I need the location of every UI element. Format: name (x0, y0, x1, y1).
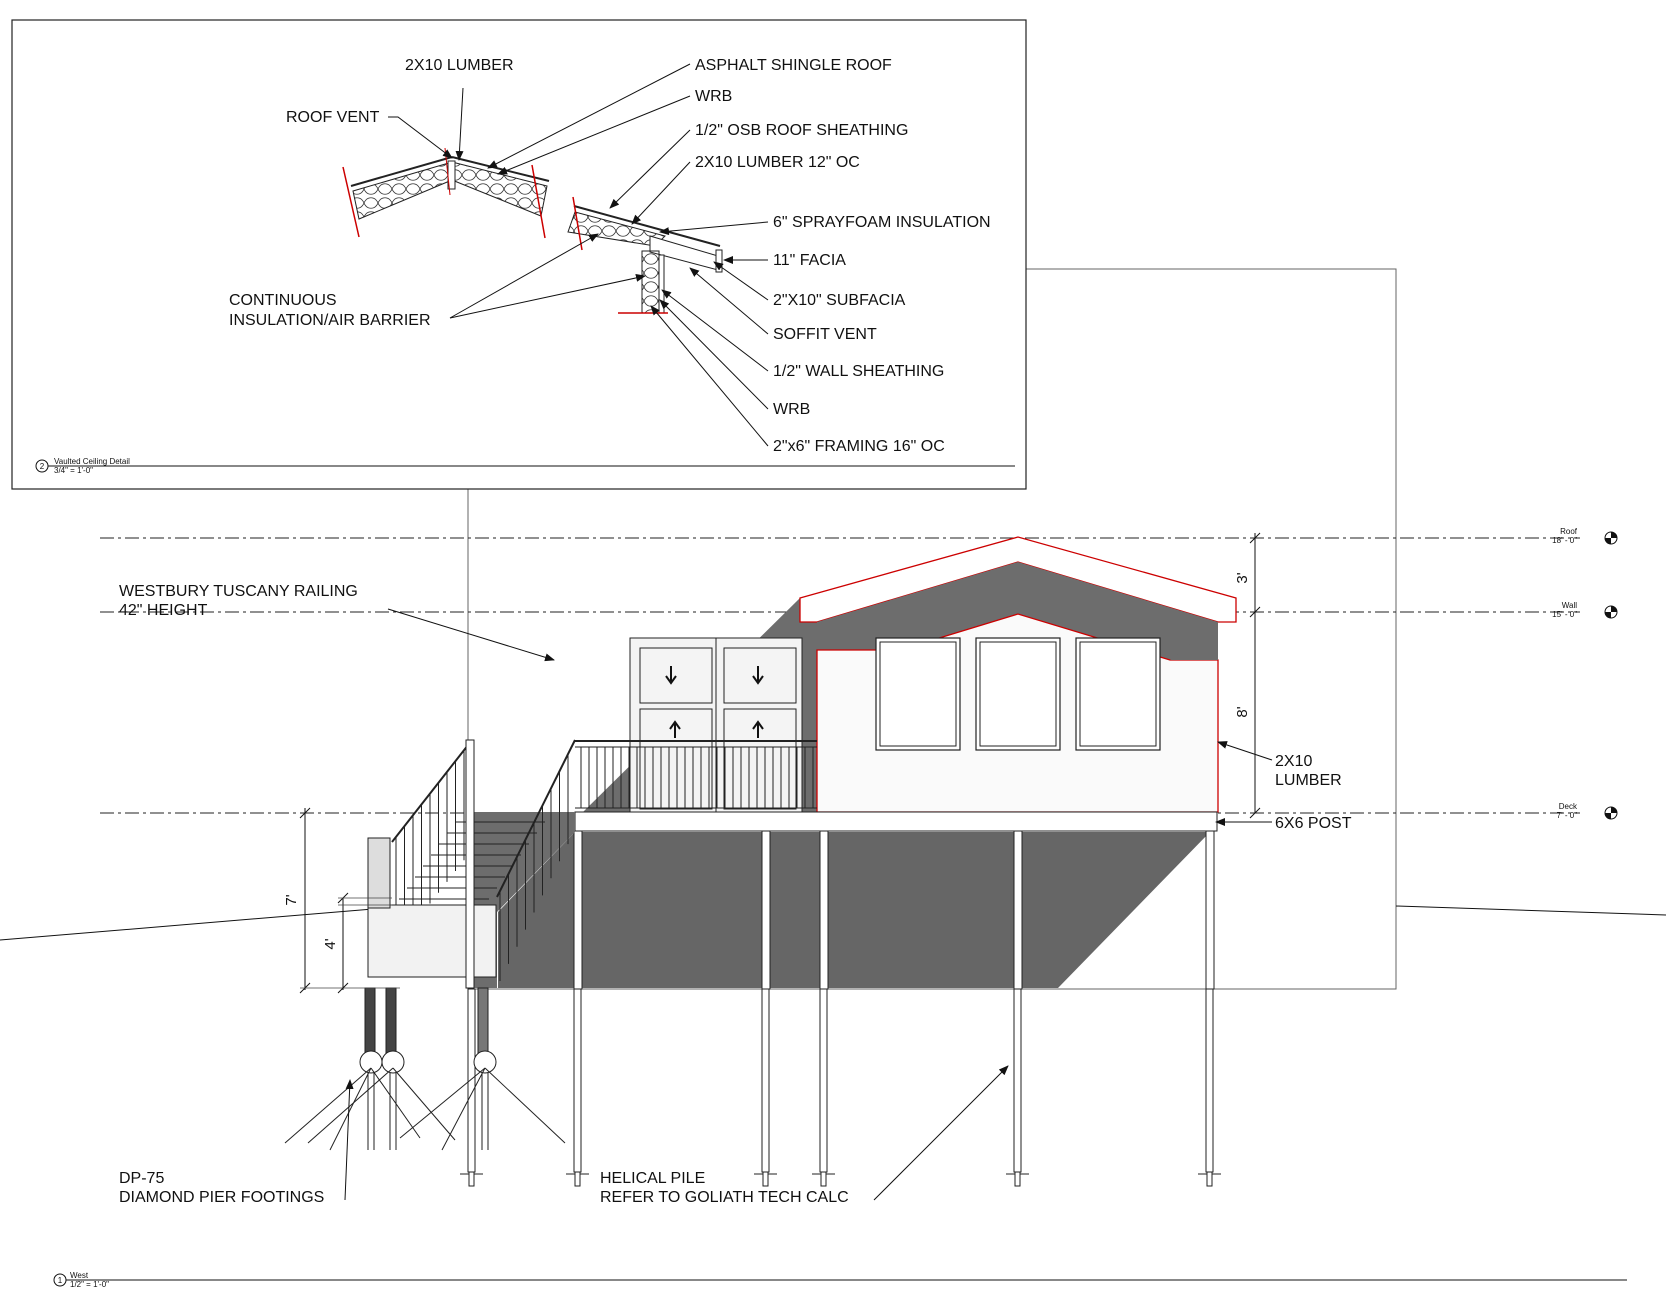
view-tag-detail: 2 Vaulted Ceiling Detail 3/4" = 1'-0" (35, 457, 1015, 475)
view-tag-west: 1 West 1/2" = 1'-0" (53, 1271, 1627, 1289)
stair-rail (496, 739, 576, 898)
level-name: Deck (1559, 802, 1578, 811)
view-number: 1 (58, 1276, 63, 1285)
callout-text: HELICAL PILE (600, 1170, 705, 1187)
level-elevation: 7' - 0" (1557, 811, 1578, 820)
deck-railing (575, 740, 817, 809)
label-2x10-lumber-12oc: 2X10 LUMBER 12" OC (695, 154, 860, 171)
pile-callout: HELICAL PILE REFER TO GOLIATH TECH CALC (600, 1065, 1009, 1206)
label-11-facia: 11" FACIA (773, 252, 846, 269)
dim-stair-height: 4' (322, 938, 339, 949)
house-wall (816, 613, 1219, 813)
callout-text: WESTBURY TUSCANY RAILING (119, 583, 358, 600)
elevation-view: 3' 8' 7' 4' Roof 18' - 0" Wall 15' - 0" (0, 268, 1666, 1289)
grade-line-right (1395, 905, 1666, 916)
label-continuous-insulation: INSULATION/AIR BARRIER (229, 312, 431, 329)
callout-text: LUMBER (1275, 772, 1342, 789)
deck-shadow (498, 832, 1210, 988)
label-wrb-bottom: WRB (773, 401, 810, 418)
label-roof-vent: ROOF VENT (286, 109, 380, 126)
railing-callout: WESTBURY TUSCANY RAILING 42" HEIGHT (119, 583, 555, 662)
roof (799, 536, 1237, 660)
level-elevation: 15' - 0" (1552, 610, 1577, 619)
window (1075, 637, 1161, 751)
lumber-callout: 2X10 LUMBER (1217, 741, 1342, 789)
up-arrow-icon (669, 720, 681, 738)
up-arrow-icon (752, 720, 764, 738)
view-name: Vaulted Ceiling Detail (54, 457, 130, 466)
level-name: Wall (1562, 601, 1577, 610)
callout-text: 6X6 POST (1275, 815, 1352, 832)
stairs (367, 739, 576, 989)
newel-post (367, 837, 391, 909)
dimension-roof-to-wall: 3' 8' (1234, 532, 1261, 819)
dimension-deck-height: 7' 4' (283, 807, 400, 994)
stair-rail (391, 739, 473, 843)
level-head-wall: Wall 15' - 0" (1552, 601, 1618, 619)
stair-landing (367, 904, 497, 978)
level-elevation: 18' - 0" (1552, 536, 1577, 545)
label-osb-roof-sheathing: 1/2" OSB ROOF SHEATHING (695, 122, 908, 139)
label-2x6-framing: 2"x6" FRAMING 16" OC (773, 438, 945, 455)
callout-text: REFER TO GOLIATH TECH CALC (600, 1189, 849, 1206)
grade-line-left (0, 907, 386, 941)
label-wrb-top: WRB (695, 88, 732, 105)
label-wall-sheathing: 1/2" WALL SHEATHING (773, 363, 944, 380)
detail-frame (11, 19, 1027, 490)
label-soffit-vent: SOFFIT VENT (773, 326, 877, 343)
label-asphalt-shingle-roof: ASPHALT SHINGLE ROOF (695, 57, 892, 74)
level-head-deck: Deck 7' - 0" (1557, 802, 1618, 820)
window (975, 637, 1061, 751)
post-callout: 6X6 POST (1215, 815, 1352, 832)
view-scale: 1/2" = 1'-0" (70, 1280, 109, 1289)
footing-callout: DP-75 DIAMOND PIER FOOTINGS (119, 1079, 354, 1206)
dim-wall-height: 8' (1234, 706, 1251, 717)
down-arrow-icon (752, 666, 764, 685)
deck-rim-beam (574, 811, 1218, 832)
label-sprayfoam-insulation: 6" SPRAYFOAM INSULATION (773, 214, 991, 231)
stair-post (465, 739, 475, 989)
patio-doors (629, 637, 803, 813)
level-name: Roof (1560, 527, 1578, 536)
label-subfacia: 2"X10" SUBFACIA (773, 292, 906, 309)
down-arrow-icon (665, 666, 677, 685)
callout-text: DIAMOND PIER FOOTINGS (119, 1189, 324, 1206)
view-scale: 3/4" = 1'-0" (54, 466, 93, 475)
callout-text: DP-75 (119, 1170, 164, 1187)
view-number: 2 (40, 462, 45, 471)
level-head-roof: Roof 18' - 0" (1552, 527, 1618, 545)
callout-text: 42" HEIGHT (119, 602, 208, 619)
helical-piles (460, 988, 1221, 1187)
dim-deck-height: 7' (283, 894, 300, 905)
window (875, 637, 961, 751)
dim-roof-rise: 3' (1234, 572, 1251, 583)
callout-text: 2X10 (1275, 753, 1312, 770)
label-2x10-lumber: 2X10 LUMBER (405, 57, 514, 74)
eave-section (567, 196, 723, 314)
railing-balusters (580, 747, 814, 808)
vaulted-ceiling-detail: 2X10 LUMBER ROOF VENT ASPHALT SHINGLE RO… (11, 19, 1027, 490)
diamond-pier-footings (284, 987, 566, 1151)
view-name: West (70, 1271, 89, 1280)
label-continuous-insulation: CONTINUOUS (229, 292, 337, 309)
